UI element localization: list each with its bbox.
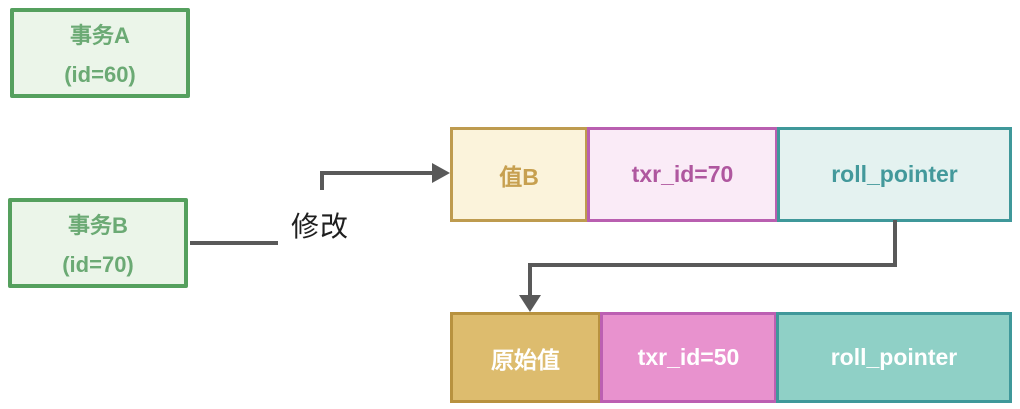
modify-arrow-stub-line <box>320 172 324 190</box>
roll-pointer-connector-horizontal-line <box>528 263 897 267</box>
modify-arrow-line <box>320 171 434 175</box>
transaction-b-box: 事务B (id=70) <box>8 198 188 288</box>
arrowhead-right-icon <box>432 163 450 183</box>
transaction-a-box: 事务A (id=60) <box>10 8 190 98</box>
transaction-b-title: 事务B <box>68 213 128 238</box>
undo-value-cell: 原始值 <box>450 312 601 403</box>
transaction-b-id: (id=70) <box>62 252 134 277</box>
arrowhead-down-icon <box>519 295 541 312</box>
roll-pointer-connector-vertical-line <box>893 220 897 267</box>
transaction-b-connector-line <box>190 241 278 245</box>
transaction-a-title: 事务A <box>70 23 130 48</box>
modify-label: 修改 <box>291 211 350 242</box>
current-txr-id-cell: txr_id=70 <box>587 127 778 222</box>
current-value-cell: 值B <box>450 127 588 222</box>
roll-pointer-connector-drop-line <box>528 263 532 296</box>
transaction-a-id: (id=60) <box>64 62 136 87</box>
current-record-row: 值B txr_id=70 roll_pointer <box>450 127 1012 222</box>
undo-log-row: 原始值 txr_id=50 roll_pointer <box>450 312 1012 403</box>
undo-txr-id-cell: txr_id=50 <box>600 312 777 403</box>
undo-roll-pointer-cell: roll_pointer <box>776 312 1012 403</box>
current-roll-pointer-cell: roll_pointer <box>777 127 1012 222</box>
